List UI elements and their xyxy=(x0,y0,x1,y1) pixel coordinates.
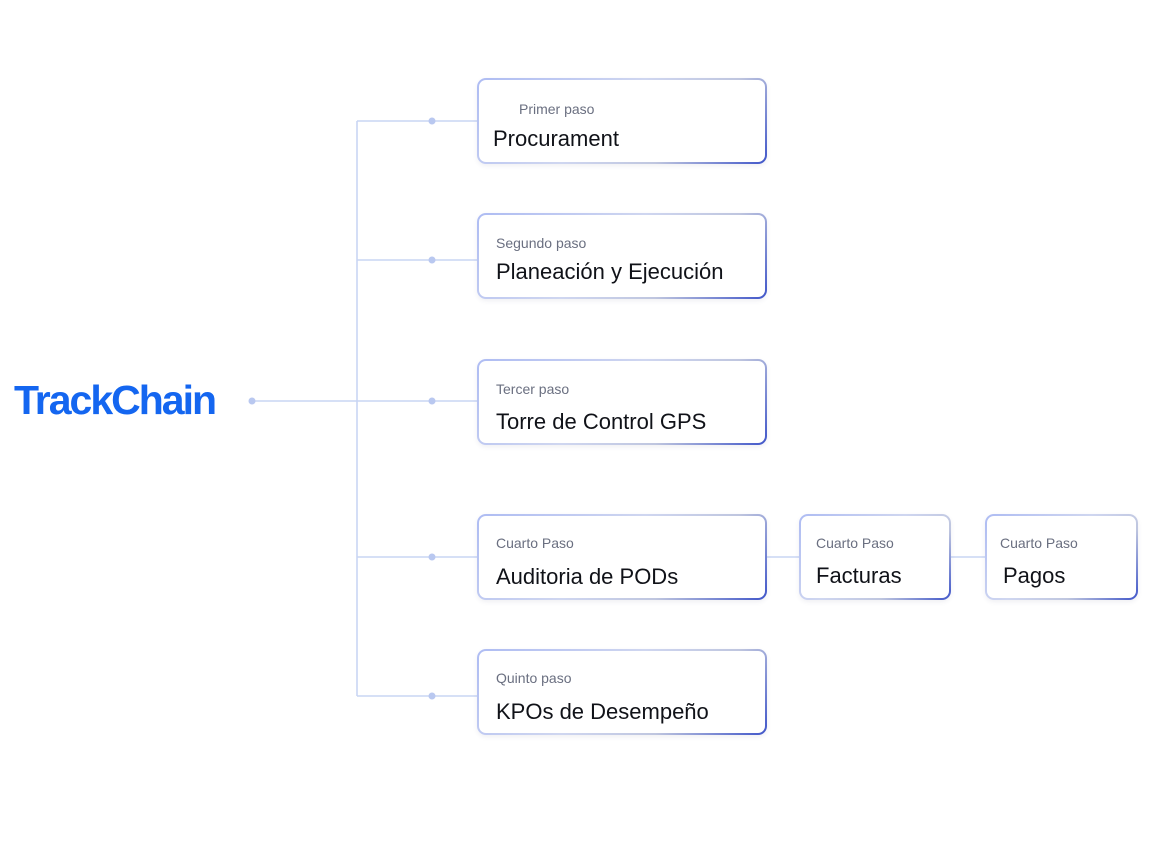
step-label: Primer paso xyxy=(519,101,595,117)
connector-dot-5 xyxy=(428,692,436,700)
step-title: Planeación y Ejecución xyxy=(496,259,724,284)
step-box-procurament[interactable]: Primer paso Procurament xyxy=(477,78,767,164)
sub-step-box-pagos[interactable]: Cuarto Paso Pagos xyxy=(985,514,1138,600)
step-title: KPOs de Desempeño xyxy=(496,699,709,724)
step-box-torre-de-control[interactable]: Tercer paso Torre de Control GPS xyxy=(477,359,767,445)
step-label: Quinto paso xyxy=(496,670,572,686)
step-label: Cuarto Paso xyxy=(1000,535,1078,551)
step-label: Cuarto Paso xyxy=(496,535,574,551)
step-title: Procurament xyxy=(493,126,619,151)
step-title: Facturas xyxy=(816,563,902,588)
step-title: Auditoria de PODs xyxy=(496,564,679,589)
connector-dot-4 xyxy=(428,553,436,561)
sub-step-box-facturas[interactable]: Cuarto Paso Facturas xyxy=(799,514,951,600)
step-box-kpos[interactable]: Quinto paso KPOs de Desempeño xyxy=(477,649,767,735)
step-box-auditoria[interactable]: Cuarto Paso Auditoria de PODs xyxy=(477,514,767,600)
step-label: Cuarto Paso xyxy=(816,535,894,551)
step-title: Torre de Control GPS xyxy=(496,409,707,434)
step-box-planeacion[interactable]: Segundo paso Planeación y Ejecución xyxy=(477,213,767,299)
connector-dot-1 xyxy=(428,117,436,125)
step-label: Tercer paso xyxy=(496,381,570,397)
step-label: Segundo paso xyxy=(496,235,587,251)
connector-dot-root xyxy=(248,397,256,405)
connector-dot-3 xyxy=(428,397,436,405)
step-title: Pagos xyxy=(1003,563,1066,588)
connector-dot-2 xyxy=(428,256,436,264)
trackchain-logo: TrackChain xyxy=(14,377,217,423)
